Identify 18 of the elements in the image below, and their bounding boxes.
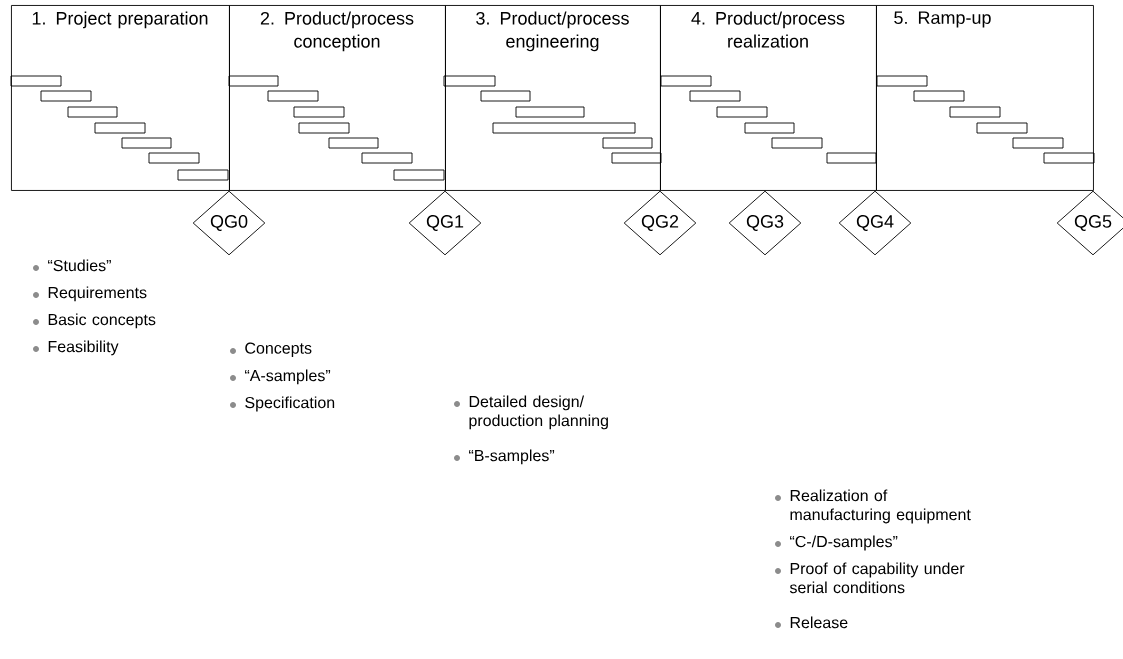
bullet-item: “Studies”	[33, 259, 111, 272]
phase-panel: 1. Project preparation	[10, 5, 230, 191]
phase-panel: 3. Product/process engineering	[443, 5, 662, 191]
bullet-item: Proof of capability under serial conditions	[775, 562, 965, 594]
bullet-item: “C-/D-samples”	[775, 535, 898, 551]
bullet-item: “B-samples”	[454, 449, 555, 465]
bullet-item: Realization of manufacturing equipment	[775, 489, 971, 524]
phase-panel: 5. Ramp-up	[876, 5, 1095, 191]
bullet-item: Requirements	[33, 286, 147, 302]
bullet-item: “A-samples”	[230, 369, 331, 385]
bullet-item: Feasibility	[33, 340, 119, 356]
phase-panel: 4. Product/process realization	[660, 5, 877, 191]
bullet-item: Specification	[230, 396, 335, 412]
bullet-item: Basic concepts	[33, 313, 156, 329]
bullet-item: Detailed design/ production planning	[454, 395, 608, 430]
bullet-item: Release	[775, 616, 848, 629]
phase-panel: 2. Product/process conception	[228, 5, 446, 191]
bullet-item: Concepts	[230, 342, 312, 357]
